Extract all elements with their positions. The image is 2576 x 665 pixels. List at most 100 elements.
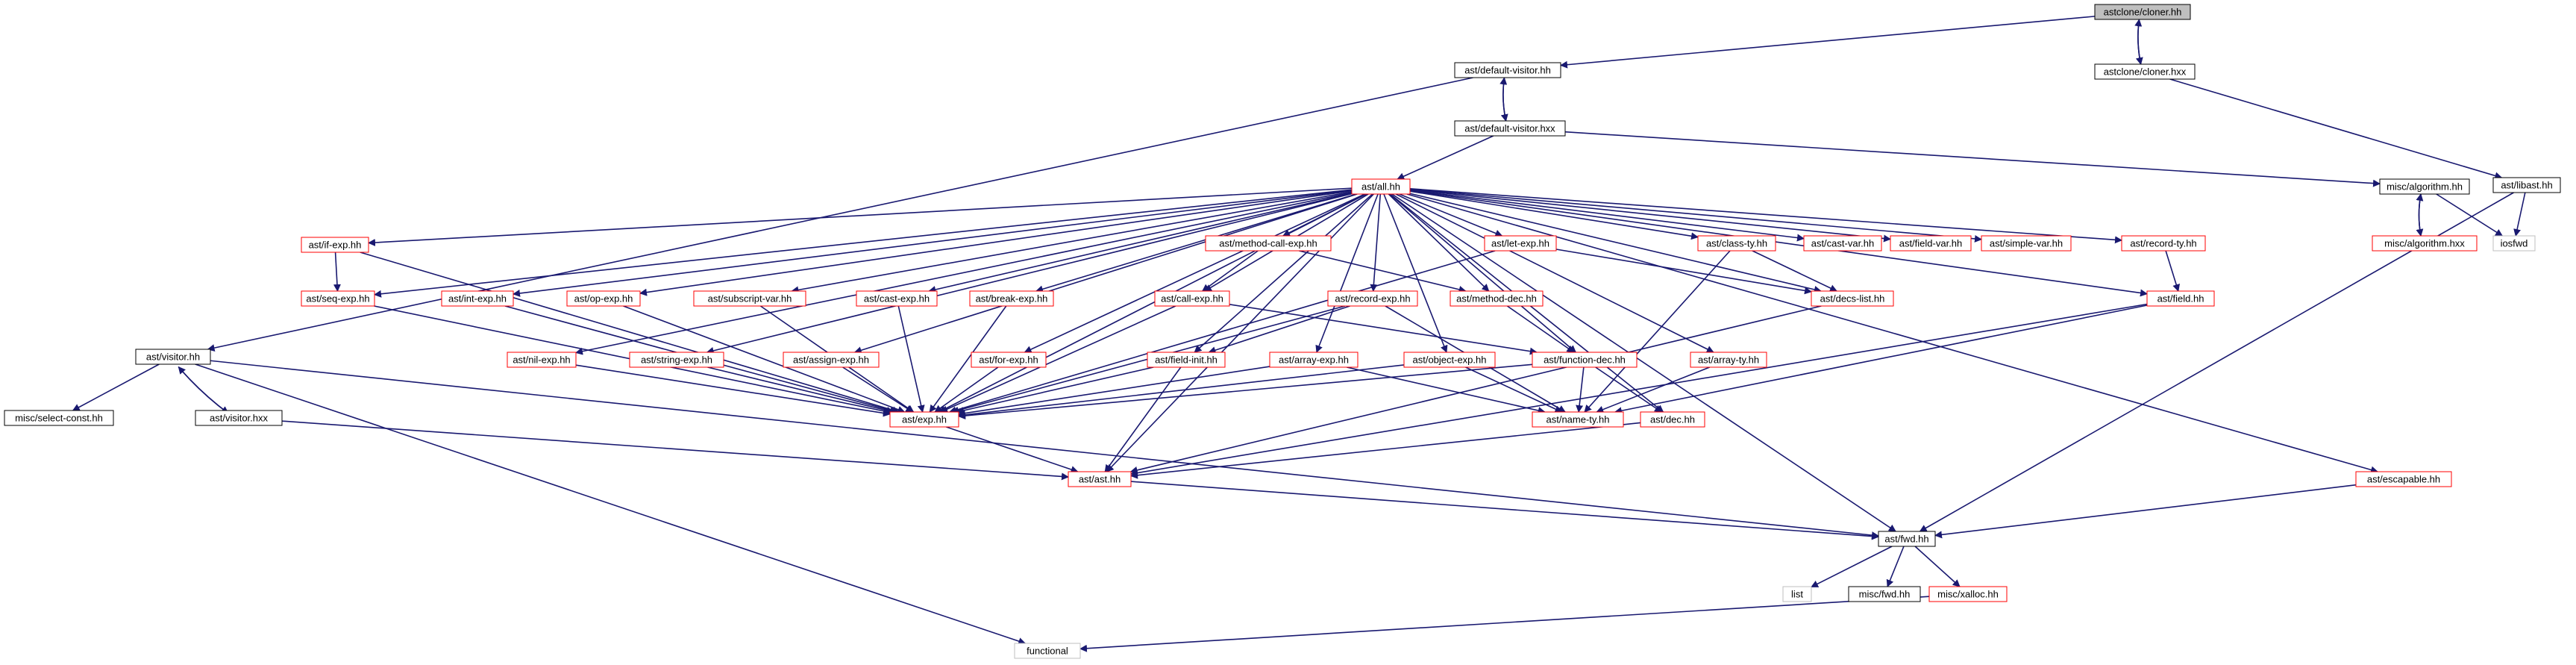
node-miscfwd[interactable]: misc/fwd.hh — [1848, 586, 1921, 602]
node-visitor-hh[interactable]: ast/visitor.hh — [135, 349, 211, 365]
node-ifexp[interactable]: ast/if-exp.hh — [301, 237, 369, 253]
node-label: ast/default-visitor.hxx — [1464, 123, 1555, 134]
node-label: ast/default-visitor.hh — [1464, 65, 1551, 76]
node-namety[interactable]: ast/name-ty.hh — [1532, 411, 1624, 428]
node-fieldvar[interactable]: ast/field-var.hh — [1890, 235, 1972, 252]
node-xalloc[interactable]: misc/xalloc.hh — [1928, 586, 2008, 602]
node-breakexp[interactable]: ast/break-exp.hh — [969, 290, 1054, 307]
node-box — [783, 352, 880, 368]
edge-cloner_hh-to-defvis_hh — [1560, 16, 2096, 69]
node-nilexp[interactable]: ast/nil-exp.hh — [507, 352, 577, 368]
node-label: list — [1791, 589, 1803, 600]
node-label: ast/string-exp.hh — [641, 355, 712, 366]
node-defvis-hxx[interactable]: ast/default-visitor.hxx — [1454, 120, 1566, 137]
node-box — [1532, 411, 1624, 428]
node-stringexp[interactable]: ast/string-exp.hh — [629, 352, 724, 368]
node-cloner-hxx[interactable]: astclone/cloner.hxx — [2094, 63, 2196, 80]
edge-all-to-castvar — [1409, 189, 1805, 242]
node-ast[interactable]: ast/ast.hh — [1068, 471, 1132, 487]
node-box — [969, 290, 1054, 307]
node-label: ast/array-exp.hh — [1279, 355, 1349, 366]
edge-all-to-stringexp — [706, 193, 1353, 355]
node-box — [1782, 586, 1812, 602]
node-label: ast/fwd.hh — [1884, 534, 1928, 545]
node-libast[interactable]: ast/libast.hh — [2492, 177, 2561, 193]
node-box — [2094, 4, 2191, 20]
node-arrayty[interactable]: ast/array-ty.hh — [1690, 352, 1767, 368]
edge-letexp-to-exp — [948, 250, 1496, 414]
node-field[interactable]: ast/field.hh — [2146, 290, 2215, 307]
node-box — [2379, 178, 2470, 195]
edge-opexp-to-exp — [623, 305, 906, 413]
node-label: astclone/cloner.hh — [2104, 7, 2182, 18]
node-seqexp[interactable]: ast/seq-exp.hh — [301, 290, 375, 307]
edge-mcallexp-to-methoddec — [1299, 250, 1467, 293]
node-box — [301, 290, 375, 307]
edge-all-to-fwd — [1391, 193, 1896, 532]
node-opexp[interactable]: ast/op-exp.hh — [566, 290, 641, 307]
edge-visitor_hxx-to-visitor_hh — [178, 366, 229, 414]
node-malgo-hxx[interactable]: misc/algorithm.hxx — [2372, 235, 2478, 252]
edge-cloner_hxx-to-cloner_hh — [2134, 19, 2143, 65]
node-all[interactable]: ast/all.hh — [1351, 178, 1411, 195]
edge-decslist-to-ast — [1129, 305, 1822, 474]
node-label: ast/exp.hh — [902, 414, 947, 425]
node-classty[interactable]: ast/class-ty.hh — [1697, 235, 1776, 252]
node-forexp[interactable]: ast/for-exp.hh — [971, 352, 1047, 368]
node-recordexp[interactable]: ast/record-exp.hh — [1327, 290, 1418, 307]
node-visitor-hxx[interactable]: ast/visitor.hxx — [195, 410, 283, 426]
node-mcallexp[interactable]: ast/method-call-exp.hh — [1205, 235, 1332, 252]
node-cloner-hh[interactable]: astclone/cloner.hh — [2094, 4, 2191, 20]
node-fieldinit[interactable]: ast/field-init.hh — [1147, 352, 1226, 368]
node-arrayexp[interactable]: ast/array-exp.hh — [1269, 352, 1358, 368]
node-box — [2492, 177, 2561, 193]
node-label: functional — [1027, 646, 1068, 657]
node-box — [301, 237, 369, 253]
node-malgo-hh[interactable]: misc/algorithm.hh — [2379, 178, 2470, 195]
node-callexp[interactable]: ast/call-exp.hh — [1154, 290, 1230, 307]
node-functional: functional — [1014, 643, 1081, 659]
node-box — [1981, 235, 2072, 252]
edge-visitor_hh-to-selconst — [72, 363, 160, 411]
node-objectexp[interactable]: ast/object-exp.hh — [1403, 352, 1496, 368]
node-box — [629, 352, 724, 368]
node-recordty[interactable]: ast/record-ty.hh — [2121, 235, 2206, 252]
node-box — [1532, 352, 1638, 368]
node-label: ast/object-exp.hh — [1412, 355, 1486, 366]
edge-fieldinit-to-ast — [1104, 366, 1182, 472]
edge-fieldinit-to-exp — [956, 366, 1154, 414]
edge-all-to-escapable — [1406, 193, 2378, 474]
node-funcdec[interactable]: ast/function-dec.hh — [1532, 352, 1638, 368]
edge-all-to-decslist — [1409, 193, 1822, 293]
node-box — [1450, 290, 1544, 307]
edge-all-to-ast — [1106, 193, 1374, 472]
node-fwd[interactable]: ast/fwd.hh — [1878, 531, 1936, 547]
node-assignexp[interactable]: ast/assign-exp.hh — [783, 352, 880, 368]
edge-cloner_hxx-to-libast — [2169, 78, 2503, 180]
node-exp[interactable]: ast/exp.hh — [889, 411, 959, 428]
node-escapable[interactable]: ast/escapable.hh — [2355, 471, 2452, 487]
node-box — [1327, 290, 1418, 307]
node-decslist[interactable]: ast/decs-list.hh — [1811, 290, 1894, 307]
node-dec[interactable]: ast/dec.hh — [1640, 411, 1705, 428]
edge-methoddec-to-funcdec — [1506, 305, 1575, 353]
node-defvis-hh[interactable]: ast/default-visitor.hh — [1454, 62, 1561, 78]
node-box — [2355, 471, 2452, 487]
node-label: ast/visitor.hh — [146, 352, 200, 363]
node-castvar[interactable]: ast/cast-var.hh — [1803, 235, 1882, 252]
node-label: iosfwd — [2501, 238, 2528, 249]
node-label: ast/if-exp.hh — [309, 240, 362, 251]
node-box — [1068, 471, 1132, 487]
node-box — [1484, 235, 1557, 252]
node-box — [2492, 235, 2536, 252]
node-simplevar[interactable]: ast/simple-var.hh — [1981, 235, 2072, 252]
node-letexp[interactable]: ast/let-exp.hh — [1484, 235, 1557, 252]
node-castexp[interactable]: ast/cast-exp.hh — [856, 290, 938, 307]
node-subvar[interactable]: ast/subscript-var.hh — [693, 290, 806, 307]
node-label: ast/let-exp.hh — [1491, 238, 1549, 249]
node-box — [2372, 235, 2478, 252]
node-intexp[interactable]: ast/int-exp.hh — [441, 290, 514, 307]
node-label: ast/cast-var.hh — [1811, 238, 1875, 249]
node-selconst[interactable]: misc/select-const.hh — [4, 410, 114, 426]
node-methoddec[interactable]: ast/method-dec.hh — [1450, 290, 1544, 307]
